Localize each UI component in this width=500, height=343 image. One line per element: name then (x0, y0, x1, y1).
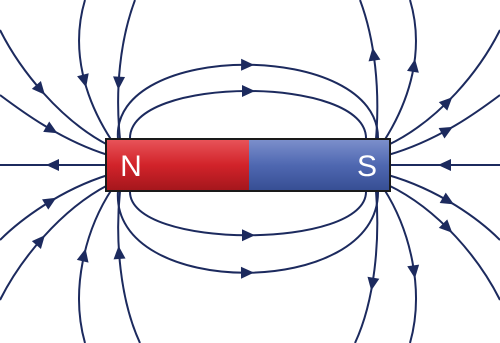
south-label: S (357, 150, 377, 183)
field-arrow-icon (42, 193, 59, 210)
field-arrow-icon (438, 159, 451, 171)
field-arrow-icon (241, 267, 254, 279)
north-label: N (120, 150, 142, 183)
field-arrow-icon (439, 122, 456, 139)
field-line (79, 189, 112, 343)
field-arrow-icon (112, 76, 125, 90)
field-arrow-icon (77, 73, 92, 89)
field-arrow-icon (77, 247, 92, 262)
field-arrow-icon (43, 122, 60, 139)
field-line (79, 0, 112, 141)
field-arrow-icon (113, 245, 126, 259)
bar-magnet: N S (106, 139, 390, 191)
field-line (118, 191, 378, 273)
field-line (0, 30, 108, 145)
field-arrow-icon (46, 159, 59, 171)
field-line (118, 65, 378, 139)
field-line (0, 185, 108, 300)
field-arrow-icon (440, 193, 457, 210)
field-arrow-icon (242, 229, 255, 241)
field-line (130, 91, 366, 139)
field-arrow-icon (241, 59, 254, 71)
field-arrow-icon (242, 85, 255, 97)
field-line (130, 191, 366, 235)
